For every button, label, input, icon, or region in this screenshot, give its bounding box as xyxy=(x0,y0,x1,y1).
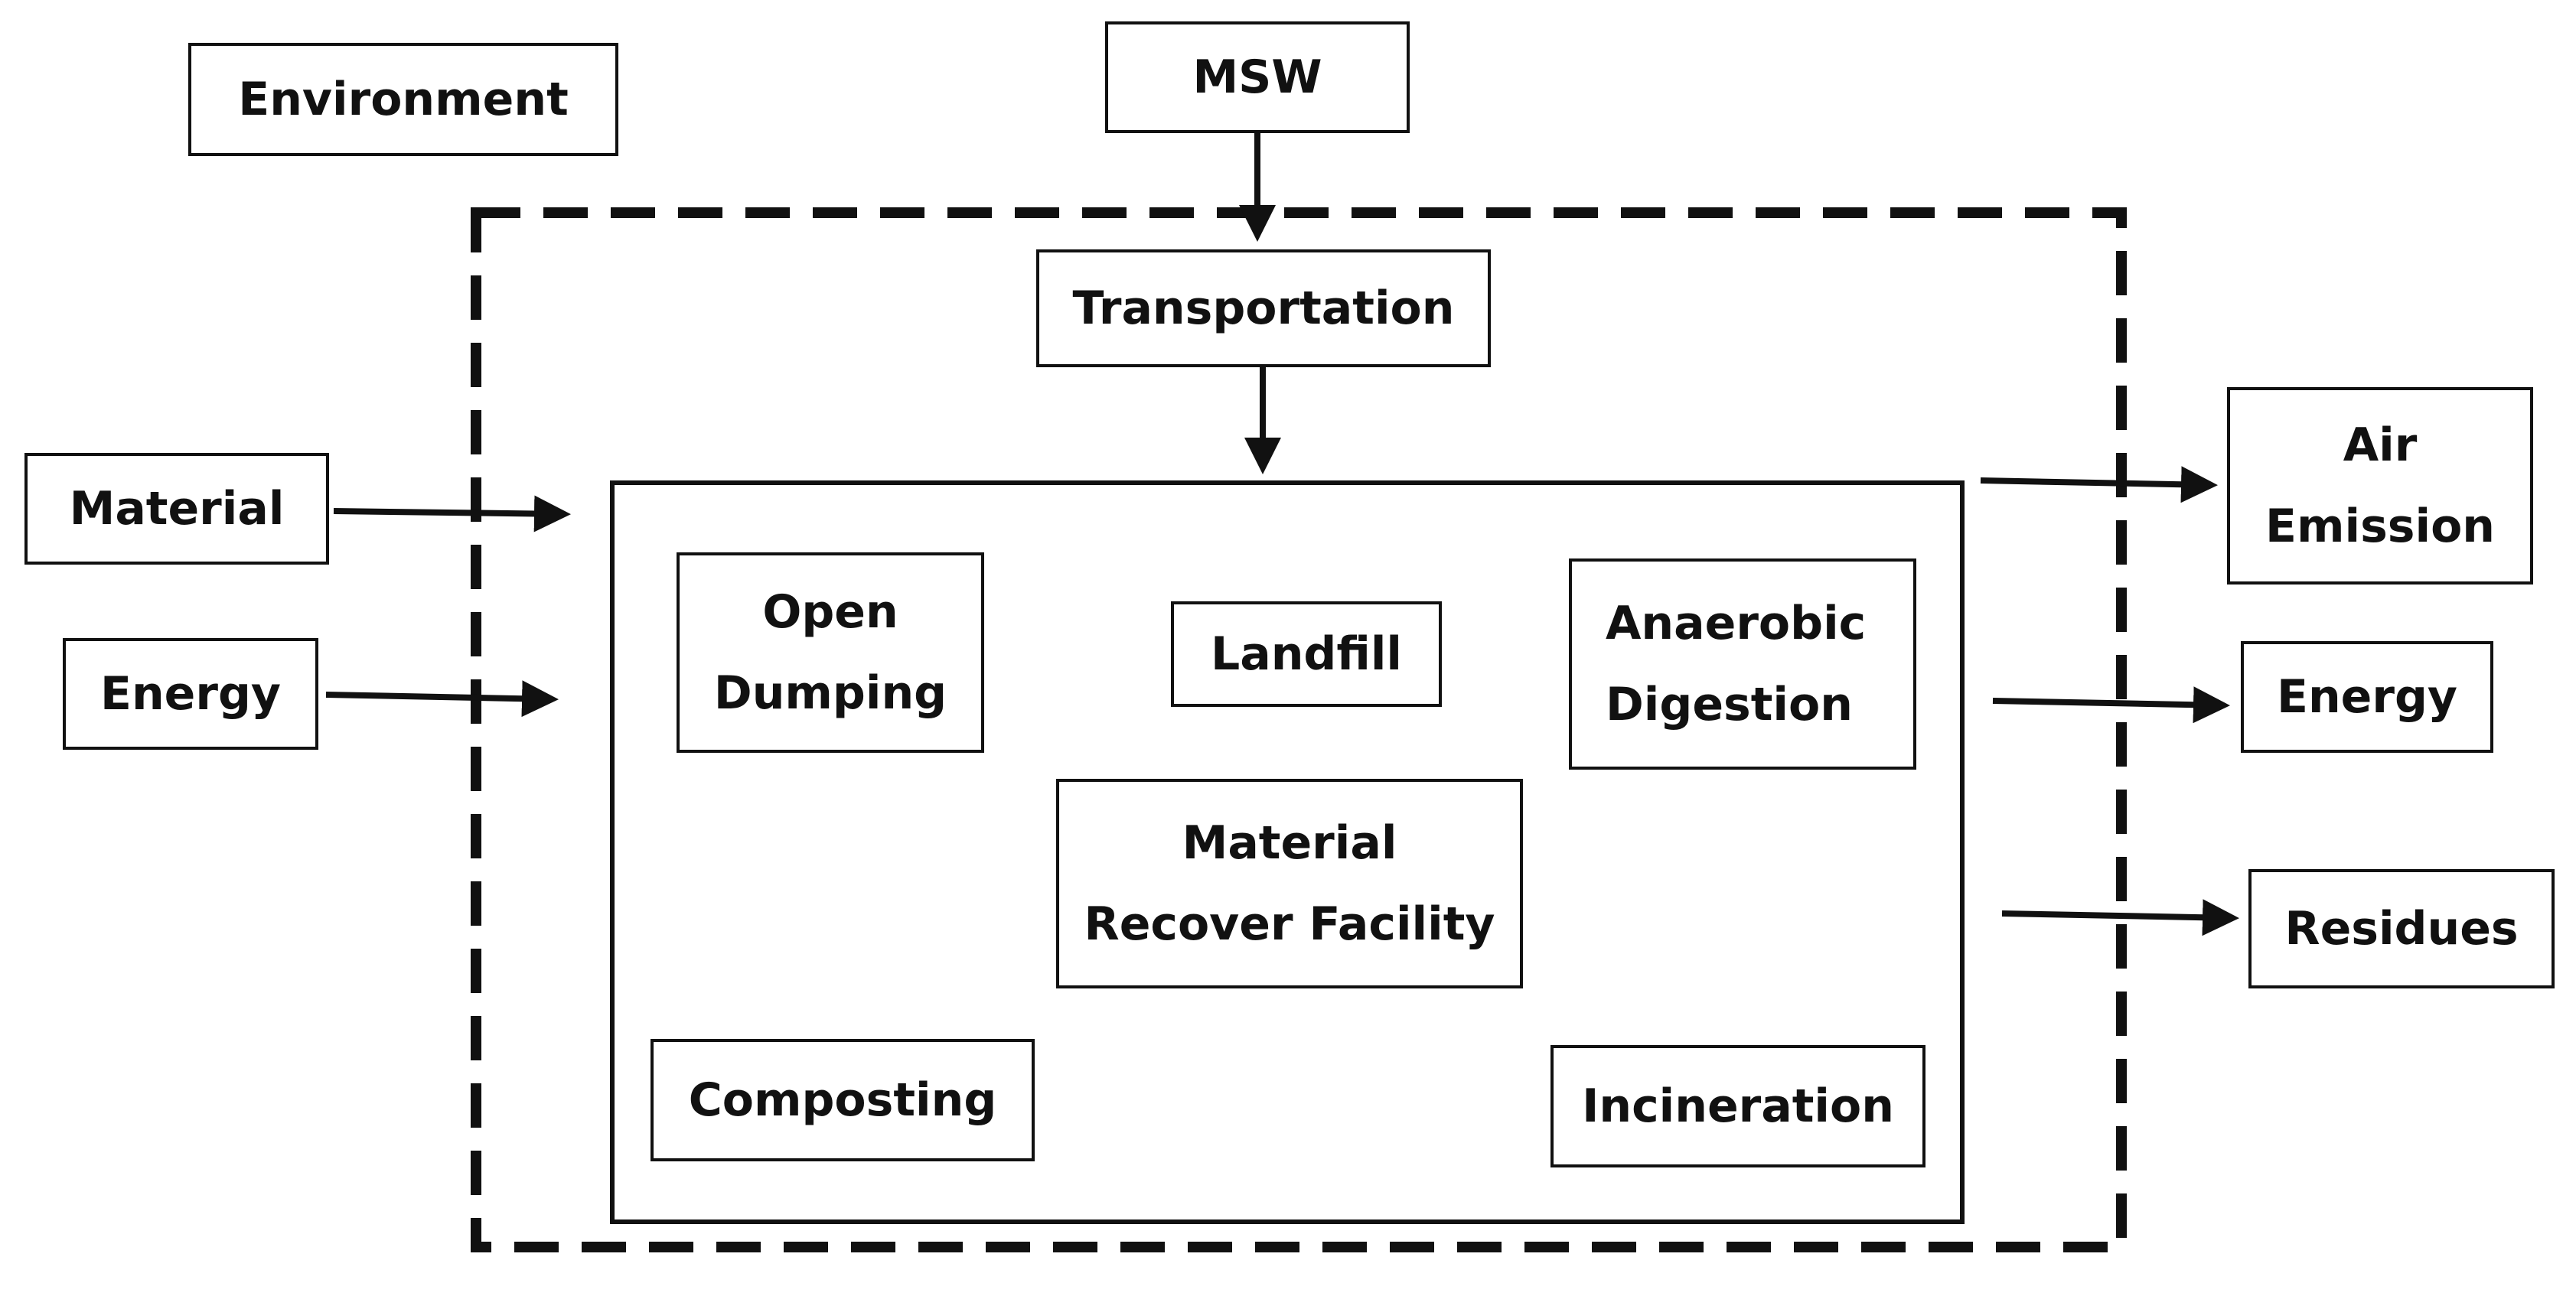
arrow-material-input xyxy=(333,495,571,532)
landfill-box: Landfill xyxy=(1171,601,1442,707)
msw-label: MSW xyxy=(1192,50,1322,104)
anaerobic-digestion-label-line2: Digestion xyxy=(1606,678,1853,731)
residues-output-box: Residues xyxy=(2248,869,2555,988)
msw-box: MSW xyxy=(1105,21,1410,133)
environment-label: Environment xyxy=(238,73,569,126)
incineration-box: Incineration xyxy=(1550,1045,1925,1167)
open-dumping-box: Open Dumping xyxy=(677,552,984,753)
material-input-label: Material xyxy=(69,482,285,536)
arrow-energy-input xyxy=(325,680,559,718)
energy-input-box: Energy xyxy=(63,638,318,750)
transportation-box: Transportation xyxy=(1036,249,1491,367)
material-input-box: Material xyxy=(24,453,329,565)
residues-output-label: Residues xyxy=(2284,902,2519,956)
material-recovery-label-line1: Material xyxy=(1182,816,1397,870)
incineration-label: Incineration xyxy=(1582,1079,1894,1133)
composting-label: Composting xyxy=(688,1073,997,1127)
open-dumping-label-line2: Dumping xyxy=(713,666,947,720)
composting-box: Composting xyxy=(651,1039,1035,1161)
air-emission-label-line1: Air xyxy=(2343,418,2418,472)
process-frame xyxy=(610,480,1965,1224)
environment-label-box: Environment xyxy=(188,43,618,156)
arrow-residues-output xyxy=(2001,899,2239,936)
anaerobic-digestion-label-line1: Anaerobic xyxy=(1606,597,1867,650)
arrow-air-emission-output xyxy=(1980,466,2218,503)
air-emission-output-box: Air Emission xyxy=(2227,387,2533,585)
transportation-label: Transportation xyxy=(1072,282,1455,335)
material-recovery-label-line2: Recover Facility xyxy=(1084,897,1495,951)
energy-input-label: Energy xyxy=(99,667,282,721)
energy-output-label: Energy xyxy=(2276,670,2458,724)
open-dumping-label-line1: Open xyxy=(762,585,898,639)
arrow-energy-output xyxy=(1992,686,2230,724)
landfill-label: Landfill xyxy=(1211,627,1402,681)
system-boundary xyxy=(471,207,2127,1252)
energy-output-box: Energy xyxy=(2241,641,2493,753)
material-recovery-facility-box: Material Recover Facility xyxy=(1056,779,1523,988)
air-emission-label-line2: Emission xyxy=(2265,500,2495,553)
anaerobic-digestion-box: Anaerobic Digestion xyxy=(1569,558,1916,770)
